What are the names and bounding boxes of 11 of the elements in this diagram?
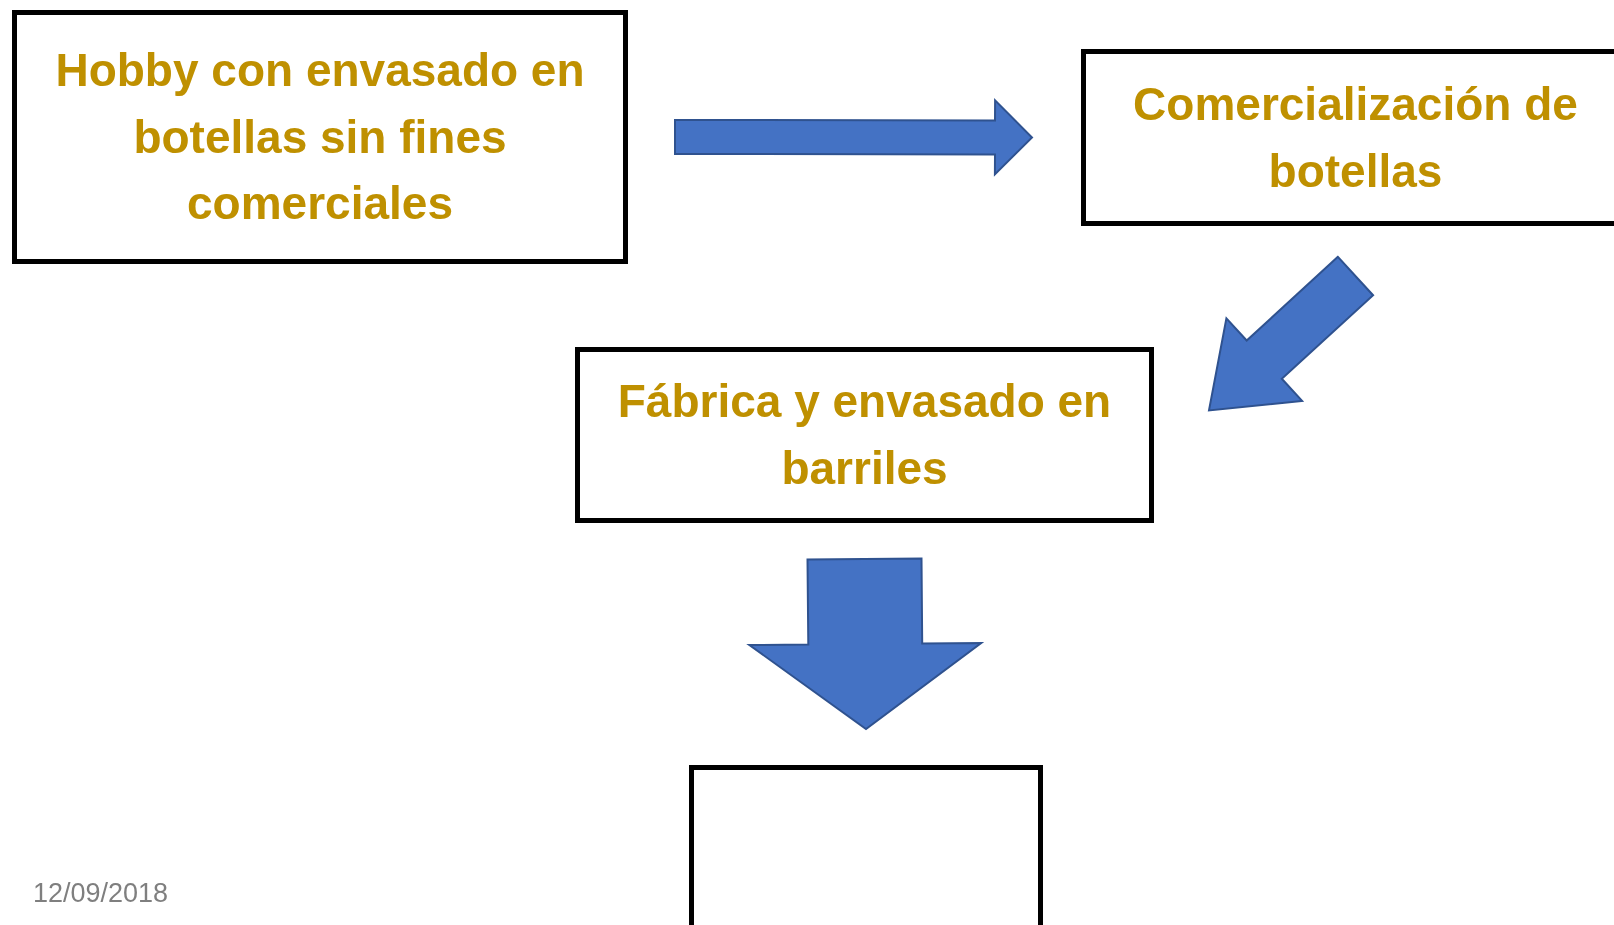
process-box: [1081, 49, 1614, 226]
empty-box: [689, 765, 1043, 925]
box-text: Fábrica y envasado en barriles: [616, 374, 1113, 496]
block-arrow: [674, 98, 1034, 177]
box-text: Hobby con envasado en botellas sin fines comerciales: [54, 42, 586, 232]
block-arrow: [1207, 255, 1375, 412]
box-text: Comercialización de botellas: [1132, 76, 1579, 199]
block-arrow: [746, 557, 985, 731]
date-label: 12/09/2018: [33, 878, 169, 909]
process-box: [575, 347, 1154, 523]
process-box: [12, 10, 628, 264]
